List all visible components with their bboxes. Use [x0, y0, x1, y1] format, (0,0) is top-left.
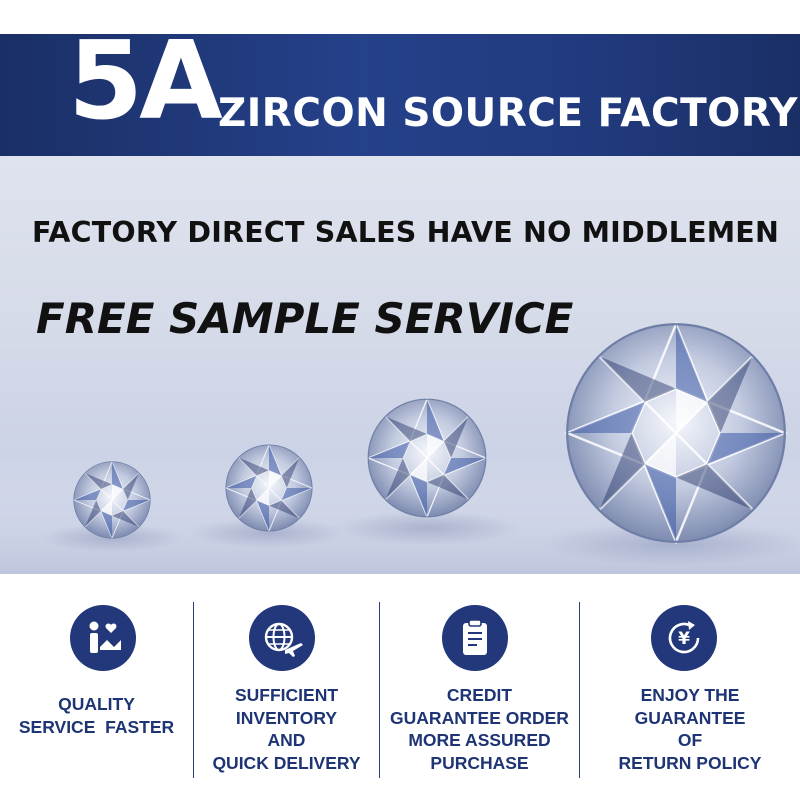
- hero-section: FACTORY DIRECT SALES HAVE NO MIDDLEMEN F…: [0, 156, 800, 574]
- feature-label: CREDIT GUARANTEE ORDER MORE ASSURED PURC…: [390, 685, 569, 773]
- feature-credit-guarantee: CREDIT GUARANTEE ORDER MORE ASSURED PURC…: [380, 574, 579, 800]
- feature-divider: [379, 602, 380, 778]
- feature-divider: [579, 602, 580, 778]
- clipboard-icon: [442, 605, 508, 671]
- feature-inventory-delivery: SUFFICIENT INVENTORY AND QUICK DELIVERY: [194, 574, 379, 800]
- medium-gem: [225, 444, 313, 532]
- globe-plane-icon: [249, 605, 315, 671]
- hero-gems-illustration: [0, 322, 800, 574]
- banner-title: ZIRCON SOURCE FACTORY: [218, 91, 798, 136]
- hero-subhead: FREE SAMPLE SERVICE: [36, 294, 574, 343]
- large-gem: [367, 398, 487, 518]
- feature-return-policy: ¥ ENJOY THE GUARANTEE OF RETURN POLICY: [580, 574, 800, 800]
- feature-divider: [193, 602, 194, 778]
- feature-label: QUALITY SERVICE FASTER: [18, 694, 175, 737]
- feature-label: ENJOY THE GUARANTEE OF RETURN POLICY: [618, 685, 762, 773]
- feature-quality-service: QUALITY SERVICE FASTER: [0, 574, 193, 800]
- grade-label: 5A: [68, 34, 223, 144]
- header-banner: 5A ZIRCON SOURCE FACTORY: [0, 34, 800, 156]
- hero-headline: FACTORY DIRECT SALES HAVE NO MIDDLEMEN: [32, 216, 780, 249]
- svg-text:¥: ¥: [678, 629, 690, 649]
- largest-gem: [565, 322, 787, 544]
- yuan-return-icon: ¥: [651, 605, 717, 671]
- features-row: QUALITY SERVICE FASTER SUFFICIENT INVENT…: [0, 574, 800, 800]
- top-white-strip: [0, 0, 800, 34]
- feature-label: SUFFICIENT INVENTORY AND QUICK DELIVERY: [212, 685, 361, 773]
- small-gem: [73, 461, 151, 539]
- person-heart-icon: [70, 605, 136, 671]
